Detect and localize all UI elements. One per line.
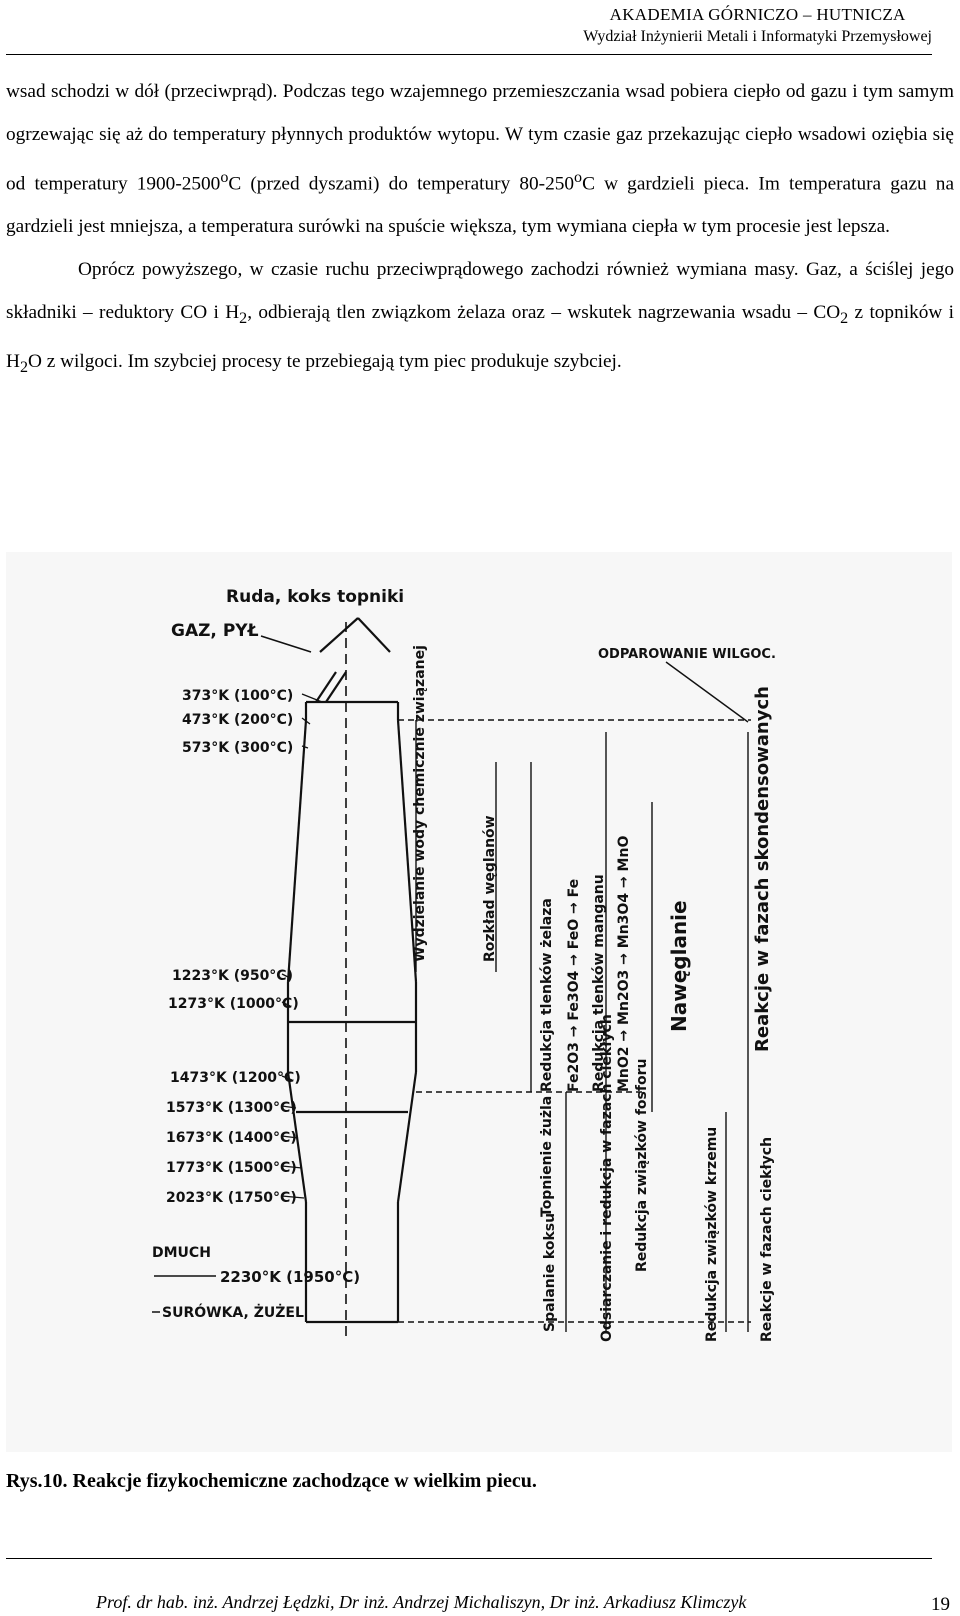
footer-rule xyxy=(6,1558,932,1559)
blast-label: DMUCH xyxy=(152,1245,211,1261)
figure-caption: Rys.10. Reakcje fizykochemiczne zachodzą… xyxy=(6,1470,537,1493)
blast-furnace-figure: Ruda, koks topniki GAZ, PYŁ ODPAROWANIE … xyxy=(6,552,952,1452)
zone-labels: Wydzielanie wody chemicznie związanej Ro… xyxy=(412,645,775,1342)
charge-label: Ruda, koks topniki xyxy=(226,587,404,607)
zone-label: Fe2O3 → Fe3O4 → FeO → Fe xyxy=(566,879,582,1092)
furnace-outline xyxy=(288,618,416,1322)
zone-label: Spalanie koksu xyxy=(542,1213,558,1332)
zone-label: Rozkład węglanów xyxy=(482,815,498,962)
temp-label: 2023°K (1750°C) xyxy=(166,1190,297,1206)
zone-label: Reakcje w fazach skondensowanych xyxy=(752,686,773,1052)
institution-name: AKADEMIA GÓRNICZO – HUTNICZA xyxy=(583,4,932,26)
faculty-name: Wydział Inżynierii Metali i Informatyki … xyxy=(583,26,932,48)
zone-label: Odsiarczanie i redukcja w fazach ciekłyc… xyxy=(599,1014,615,1342)
moisture-label: ODPAROWANIE WILGOC. xyxy=(598,647,776,662)
footer-authors: Prof. dr hab. inż. Andrzej Łędzki, Dr in… xyxy=(96,1592,746,1613)
temperature-labels: 373°K (100°C) 473°K (200°C) 573°K (300°C… xyxy=(166,688,301,1206)
gas-label: GAZ, PYŁ xyxy=(171,621,259,641)
temp-label: 1273°K (1000°C) xyxy=(168,996,299,1012)
zone-label: Topnienie żużla xyxy=(539,1096,555,1217)
zone-label: Redukcja związków fosforu xyxy=(634,1059,650,1272)
temp-label: 573°K (300°C) xyxy=(182,740,293,756)
gas-arrow xyxy=(261,636,311,652)
zone-label: Redukcja związków krzemu xyxy=(704,1127,720,1342)
temp-label: 473°K (200°C) xyxy=(182,712,293,728)
page-number: 19 xyxy=(931,1594,950,1616)
blast-temperature: 2230°K (1950°C) xyxy=(220,1268,360,1286)
zone-label: Reakcje w fazach ciekłych xyxy=(759,1137,775,1342)
zone-label: MnO2 → Mn2O3 → Mn3O4 → MnO xyxy=(616,836,632,1092)
temp-label: 1573°K (1300°C) xyxy=(166,1100,297,1116)
paragraph-2: Oprócz powyższego, w czasie ruchu przeci… xyxy=(6,248,954,389)
temp-label: 373°K (100°C) xyxy=(182,688,293,704)
temp-label: 1223°K (950°C) xyxy=(172,968,293,984)
zone-label: Nawęglanie xyxy=(667,900,691,1032)
blast-furnace-diagram: Ruda, koks topniki GAZ, PYŁ ODPAROWANIE … xyxy=(6,552,952,1452)
body-text: wsad schodzi w dół (przeciwprąd). Podcza… xyxy=(6,70,954,389)
temp-label: 1673°K (1400°C) xyxy=(166,1130,297,1146)
zone-label: Redukcja tlenków żelaza xyxy=(539,898,555,1092)
header-rule xyxy=(6,54,932,55)
zone-label: Wydzielanie wody chemicznie związanej xyxy=(412,645,428,962)
page-header: AKADEMIA GÓRNICZO – HUTNICZA Wydział Inż… xyxy=(583,4,932,48)
temp-label: 1473°K (1200°C) xyxy=(170,1070,301,1086)
paragraph-1: wsad schodzi w dół (przeciwprąd). Podcza… xyxy=(6,70,954,248)
output-label: SURÓWKA, ŻUŻEL xyxy=(162,1303,304,1321)
temp-label: 1773°K (1500°C) xyxy=(166,1160,297,1176)
